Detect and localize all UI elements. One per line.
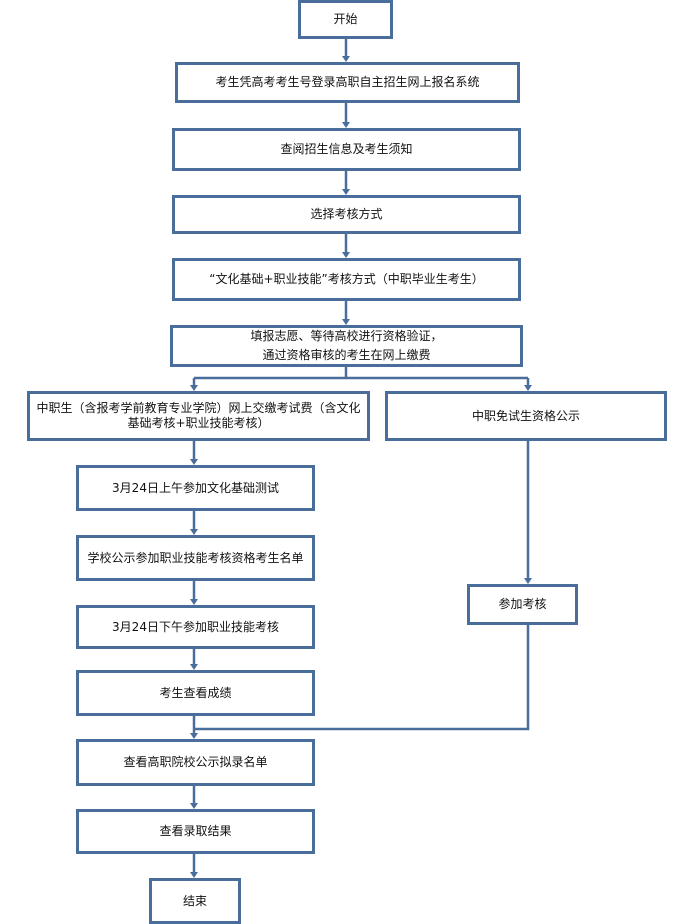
node-end: 结束 (149, 878, 241, 924)
node-apply-verify: 填报志愿、等待高校进行资格验证， 通过资格审核的考生在网上缴费 (170, 325, 523, 367)
node-admission-list: 查看高职院校公示拟录名单 (76, 739, 315, 786)
node-exempt-publicity: 中职免试生资格公示 (385, 391, 667, 441)
node-attend-assessment-label: 参加考核 (498, 597, 547, 611)
node-skill-list-label: 学校公示参加职业技能考核资格考生名单 (87, 550, 304, 565)
node-pay-exam-fee: 中职生（含报考学前教育专业学院）网上交缴考试费（含文化基础考核+职业技能考核） (27, 391, 370, 441)
node-culture-test: 3月24日上午参加文化基础测试 (76, 465, 315, 511)
node-apply-verify-line2: 通过资格审核的考生在网上缴费 (262, 348, 431, 362)
arrowhead (342, 252, 350, 258)
node-choose-method: 选择考核方式 (172, 195, 521, 234)
arrowhead (190, 599, 198, 605)
node-login: 考生凭高考考生号登录高职自主招生网上报名系统 (175, 62, 520, 103)
node-check-scores-label: 考生查看成绩 (159, 685, 232, 700)
node-review-info-label: 查阅招生信息及考生须知 (280, 142, 413, 156)
node-attend-assessment: 参加考核 (467, 584, 578, 625)
arrowhead (342, 189, 350, 195)
node-skill-list: 学校公示参加职业技能考核资格考生名单 (76, 535, 315, 581)
node-start-label: 开始 (333, 12, 358, 26)
node-pay-exam-fee-label: 中职生（含报考学前教育专业学院）网上交缴考试费（含文化基础考核+职业技能考核） (36, 401, 361, 430)
arrowhead (190, 872, 198, 878)
node-skill-test-label: 3月24日下午参加职业技能考核 (112, 619, 279, 634)
node-end-label: 结束 (182, 893, 207, 908)
node-admission-result: 查看录取结果 (76, 809, 315, 854)
node-culture-test-label: 3月24日上午参加文化基础测试 (112, 480, 279, 495)
node-admission-result-label: 查看录取结果 (159, 824, 232, 838)
arrowhead (190, 385, 198, 391)
node-skill-test: 3月24日下午参加职业技能考核 (76, 605, 315, 649)
node-choose-method-label: 选择考核方式 (310, 207, 383, 221)
arrowhead (524, 385, 532, 391)
node-method-type: “文化基础+职业技能”考核方式（中职毕业生考生） (172, 258, 521, 301)
node-review-info: 查阅招生信息及考生须知 (172, 128, 521, 171)
node-check-scores: 考生查看成绩 (76, 670, 315, 716)
arrowhead (342, 319, 350, 325)
arrowhead (190, 803, 198, 809)
arrowhead (190, 459, 198, 465)
node-admission-list-label: 查看高职院校公示拟录名单 (123, 755, 268, 769)
arrowhead (190, 664, 198, 670)
node-start: 开始 (298, 0, 393, 39)
arrowhead (342, 122, 350, 128)
connector-assessment-merge (194, 624, 530, 731)
node-login-label: 考生凭高考考生号登录高职自主招生网上报名系统 (215, 75, 480, 89)
arrowhead (342, 56, 350, 62)
node-method-type-label: “文化基础+职业技能”考核方式（中职毕业生考生） (209, 272, 484, 286)
arrowhead (190, 733, 198, 739)
node-exempt-publicity-label: 中职免试生资格公示 (471, 408, 580, 423)
arrowhead (524, 578, 532, 584)
node-apply-verify-line1: 填报志愿、等待高校进行资格验证， (250, 329, 443, 343)
arrowhead (190, 529, 198, 535)
